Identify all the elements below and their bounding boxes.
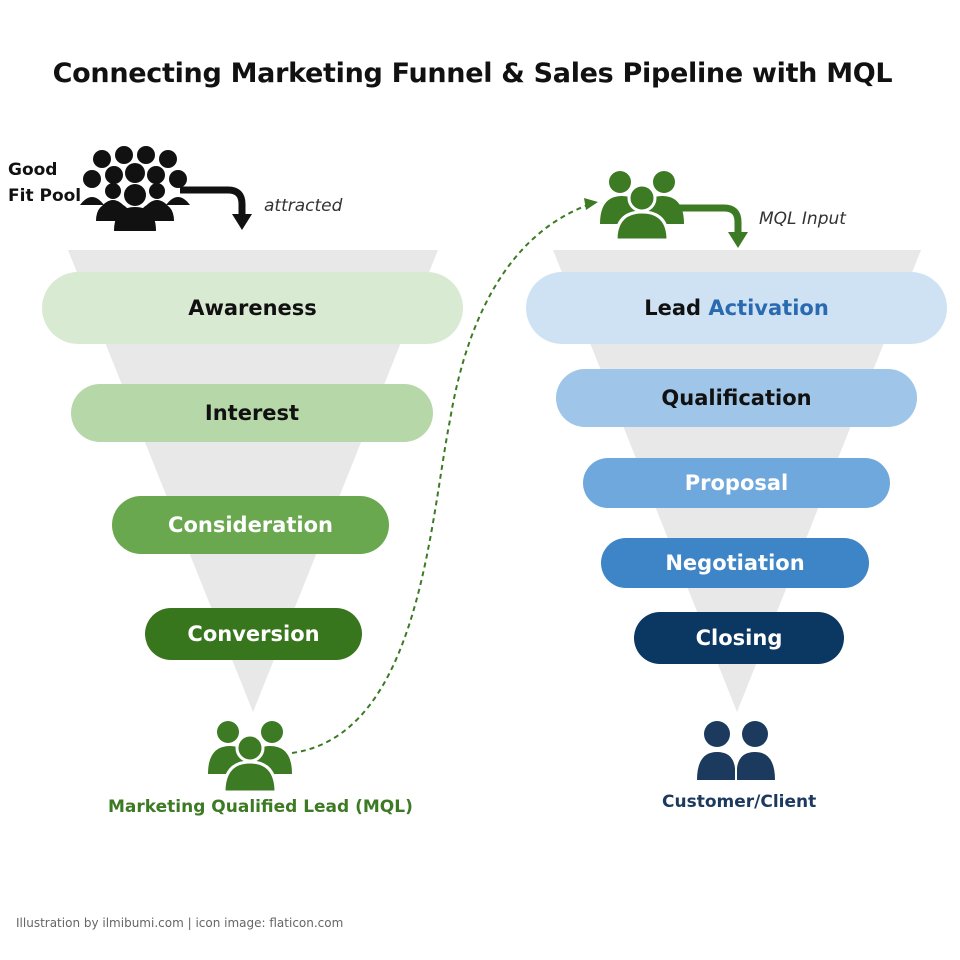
pool-label-line2: Fit Pool	[8, 186, 82, 206]
customer-people-icon	[697, 721, 775, 780]
stage-closing: Closing	[634, 612, 844, 664]
pool-label-line1: Good	[8, 160, 58, 180]
lead-word: Lead	[644, 296, 702, 320]
mql-input-label: MQL Input	[759, 209, 846, 229]
stage-interest: Interest	[71, 384, 433, 442]
mql-label: Marketing Qualified Lead (MQL)	[108, 797, 413, 817]
stage-awareness: Awareness	[42, 272, 463, 344]
stage-negotiation: Negotiation	[601, 538, 869, 588]
page-title: Connecting Marketing Funnel & Sales Pipe…	[52, 58, 893, 89]
mql-input-people-icon	[600, 171, 684, 242]
activation-word: Activation	[708, 296, 829, 320]
pool-label: Good Fit Pool	[8, 157, 81, 209]
mql-people-icon	[208, 721, 292, 794]
customer-label: Customer/Client	[662, 792, 817, 812]
mql-input-arrow-icon	[678, 204, 748, 248]
stage-lead-activation: Lead Activation	[526, 272, 947, 344]
stage-proposal: Proposal	[583, 458, 890, 508]
arrow-down-right-icon	[180, 186, 252, 230]
stage-qualification: Qualification	[556, 369, 917, 427]
stage-consideration: Consideration	[112, 496, 389, 554]
attracted-label: attracted	[264, 196, 343, 216]
footer-credit: Illustration by ilmibumi.com | icon imag…	[16, 916, 344, 930]
people-group-icon	[80, 146, 190, 231]
stage-conversion: Conversion	[145, 608, 362, 660]
